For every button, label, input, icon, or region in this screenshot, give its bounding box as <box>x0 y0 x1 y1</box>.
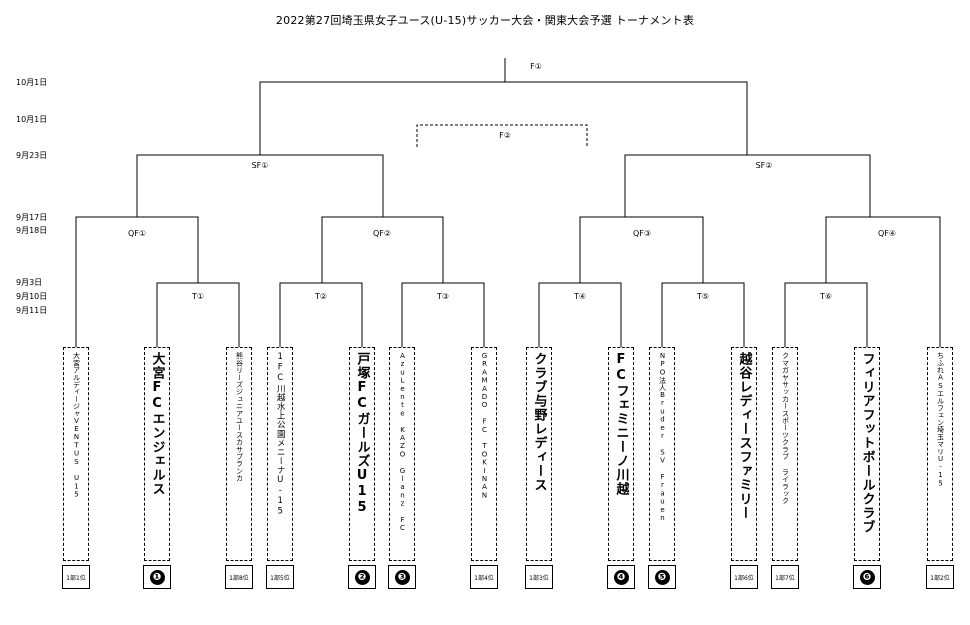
seed-badge: ❺ <box>654 569 670 585</box>
team-name: 熊谷リーズジュニアユースカサブランカ <box>235 352 244 482</box>
date-round1-a: 9月3日 <box>16 278 43 287</box>
team-rank-box: 1部5位 <box>266 565 294 589</box>
team-seed-box: ❶ <box>143 565 171 589</box>
team-name: FCフェミニーノ川越 <box>613 352 629 496</box>
qf3-bracket-line <box>579 216 704 283</box>
team-box: 大宮FCエンジェルス <box>144 347 170 561</box>
t4-bracket-line <box>538 282 622 347</box>
team-rank-box: 1部8位 <box>225 565 253 589</box>
round-label-qf2: QF② <box>372 229 392 238</box>
round-label-t1: T① <box>191 292 205 301</box>
team-name: GRAMADO FC TOKINAN <box>480 352 489 500</box>
team-box: 1FC川越水上公園メニーナU-15 <box>267 347 293 561</box>
qf4-bracket-line <box>825 216 941 347</box>
team-box: フィリアフットボールクラブ <box>854 347 880 561</box>
t6-bracket-line <box>784 282 868 347</box>
team-box: ちふれASエルフェン埼玉マリU-15 <box>927 347 953 561</box>
round-label-qf4: QF④ <box>877 229 897 238</box>
team-box: クマガヤサッカースポーツクラブ ライラック <box>772 347 798 561</box>
team-rank-box: 1部6位 <box>730 565 758 589</box>
team-name: 大宮アルディージャVENTUS U15 <box>72 352 81 499</box>
qf1-bracket-line <box>75 216 199 347</box>
team-box: 戸塚FCガールズU15 <box>349 347 375 561</box>
round-label-f2: F② <box>499 131 511 140</box>
round-label-sf2: SF② <box>755 161 773 170</box>
sf1-bracket-line <box>136 154 384 217</box>
seed-badge: ❶ <box>149 569 165 585</box>
date-round1-c: 9月11日 <box>16 306 48 315</box>
round-label-sf1: SF① <box>251 161 269 170</box>
team-name: 越谷レディースファミリー <box>736 352 752 520</box>
team-rank-label: 1部6位 <box>734 574 754 582</box>
team-name: 大宮FCエンジェルス <box>149 352 165 496</box>
date-quarterfinal-1: 9月17日 <box>16 213 48 222</box>
third-place-bracket-line <box>416 124 588 147</box>
team-box: FCフェミニーノ川越 <box>608 347 634 561</box>
team-rank-box: 1部7位 <box>771 565 799 589</box>
team-seed-box: ❻ <box>853 565 881 589</box>
team-rank-label: 1部5位 <box>270 574 290 582</box>
team-rank-box: 1部2位 <box>926 565 954 589</box>
team-rank-box: 1部3位 <box>525 565 553 589</box>
team-rank-label: 1部3位 <box>529 574 549 582</box>
seed-badge: ❷ <box>354 569 370 585</box>
team-name: クラブ与野レディース <box>531 352 547 492</box>
team-box: NPO法人Bruder SV Frauen <box>649 347 675 561</box>
round-label-qf3: QF③ <box>632 229 652 238</box>
team-seed-box: ❹ <box>607 565 635 589</box>
page-title: 2022第27回埼玉県女子ユース(U-15)サッカー大会・関東大会予選 トーナメ… <box>275 14 695 27</box>
team-box: 熊谷リーズジュニアユースカサブランカ <box>226 347 252 561</box>
team-name: ちふれASエルフェン埼玉マリU-15 <box>936 352 945 488</box>
team-rank-label: 1部4位 <box>474 574 494 582</box>
team-box: クラブ与野レディース <box>526 347 552 561</box>
sf2-bracket-line <box>624 154 871 217</box>
team-seed-box: ❺ <box>648 565 676 589</box>
round-label-t2: T② <box>314 292 328 301</box>
team-rank-label: 1部2位 <box>930 574 950 582</box>
team-name: AzuLente KAZO Glanz FC <box>398 352 407 533</box>
date-third-place: 10月1日 <box>16 115 48 124</box>
round-label-qf1: QF① <box>127 229 147 238</box>
team-name: 1FC川越水上公園メニーナU-15 <box>275 352 286 518</box>
team-seed-box: ❸ <box>388 565 416 589</box>
team-rank-box: 1部1位 <box>62 565 90 589</box>
seed-badge: ❹ <box>613 569 629 585</box>
team-rank-label: 1部1位 <box>66 574 86 582</box>
team-box: 大宮アルディージャVENTUS U15 <box>63 347 89 561</box>
t3-bracket-line <box>401 282 485 347</box>
date-final: 10月1日 <box>16 78 48 87</box>
date-semifinal: 9月23日 <box>16 151 48 160</box>
team-box: AzuLente KAZO Glanz FC <box>389 347 415 561</box>
team-rank-box: 1部4位 <box>470 565 498 589</box>
t1-bracket-line <box>156 282 240 347</box>
t2-bracket-line <box>279 282 363 347</box>
qf2-bracket-line <box>321 216 444 283</box>
round-label-t3: T③ <box>436 292 450 301</box>
team-box: GRAMADO FC TOKINAN <box>471 347 497 561</box>
team-box: 越谷レディースファミリー <box>731 347 757 561</box>
seed-badge: ❻ <box>859 569 875 585</box>
round-label-f1: F① <box>530 62 542 71</box>
final-bracket-line <box>259 81 748 155</box>
team-name: NPO法人Bruder SV Frauen <box>658 352 667 523</box>
round-label-t4: T④ <box>573 292 587 301</box>
date-quarterfinal-2: 9月18日 <box>16 226 48 235</box>
t5-bracket-line <box>661 282 745 347</box>
round-label-t6: T⑥ <box>819 292 833 301</box>
date-round1-b: 9月10日 <box>16 292 48 301</box>
team-seed-box: ❷ <box>348 565 376 589</box>
team-rank-label: 1部7位 <box>775 574 795 582</box>
team-rank-label: 1部8位 <box>229 574 249 582</box>
team-name: 戸塚FCガールズU15 <box>354 352 370 516</box>
seed-badge: ❸ <box>394 569 410 585</box>
round-label-t5: T⑤ <box>696 292 710 301</box>
team-name: フィリアフットボールクラブ <box>859 352 875 534</box>
team-name: クマガヤサッカースポーツクラブ ライラック <box>781 352 790 505</box>
